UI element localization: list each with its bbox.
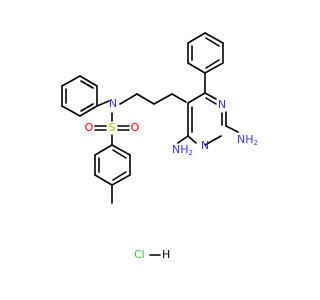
atom-chlorine: Cl [134,248,145,261]
amino-right-subscript: 2 [254,139,258,147]
pyrimidine-ring [177,92,239,146]
atom-hydrogen: H [162,248,170,261]
atom-oxygen-right: O [131,121,140,134]
amino-left-label: NH [172,143,189,156]
hydrochloride-salt: Cl H [134,248,170,261]
atom-ring-nitrogen-top: N [218,98,226,111]
atom-oxygen-left: O [85,121,94,134]
pyrimidine-phenyl-ring [187,32,224,94]
sulfonyl-bonds [94,125,130,131]
atom-sulfur: S [109,121,116,134]
molecule-canvas: N S O O N N NH2 NH2 Cl H [61,32,258,261]
atom-n-sulfonamide: N [109,97,117,110]
amino-left-subscript: 2 [189,149,193,157]
bond-n-phenyl [96,100,110,107]
atom-ring-nitrogen-bottom: N [201,139,209,152]
structure-drawing: N S O O N N NH2 NH2 Cl H [61,32,258,261]
amino-right-label: NH [237,133,254,146]
propyl-chain [119,93,187,105]
tolyl-ring [94,144,131,204]
amino-group-left: NH2 [172,143,193,157]
n-phenyl-ring [61,75,98,117]
amino-group-right: NH2 [237,133,258,147]
